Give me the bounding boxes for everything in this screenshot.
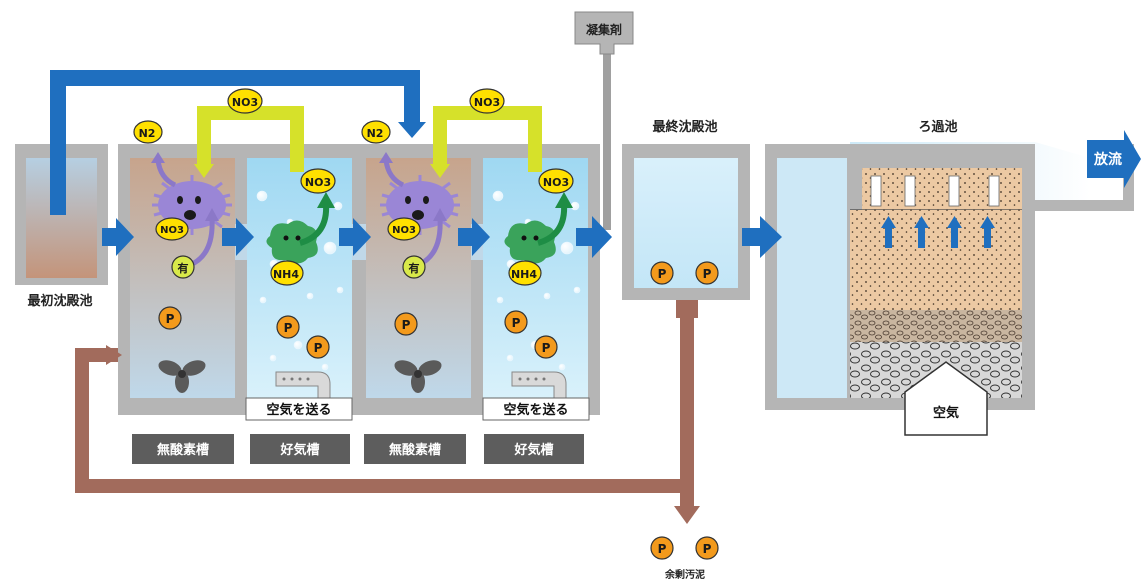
svg-text:P: P — [314, 341, 323, 355]
svg-text:N2: N2 — [139, 127, 156, 140]
svg-text:P: P — [402, 318, 411, 332]
phosphorus-icon: P — [695, 261, 719, 285]
svg-text:NO3: NO3 — [543, 176, 569, 189]
final-settling-tank — [622, 144, 750, 318]
ammonium-icon: NH4 — [270, 260, 304, 286]
nitrate-icon: NO3 — [469, 88, 505, 114]
svg-text:P: P — [542, 341, 551, 355]
final-settling-label: 最終沈殿池 — [652, 119, 717, 135]
svg-text:P: P — [166, 312, 175, 326]
phosphorus-icon: P — [158, 306, 182, 330]
nitrate-icon: NO3 — [227, 88, 263, 114]
filter-tank — [765, 144, 1134, 410]
svg-text:NO3: NO3 — [474, 96, 500, 109]
tank-tag-anoxic-2: 無酸素槽 — [364, 434, 466, 464]
svg-text:P: P — [658, 542, 667, 556]
diffuser-icon — [511, 371, 567, 399]
reaction-arrows — [151, 152, 573, 268]
nitrate-icon: NO3 — [538, 168, 574, 194]
air-inlet: 空気 — [904, 361, 988, 436]
discharge-label: 放流 — [1093, 151, 1122, 168]
phosphorus-icon: P — [306, 335, 330, 359]
tank-tag-label: 無酸素槽 — [157, 442, 209, 458]
sludge-return-line — [75, 318, 700, 524]
svg-text:有: 有 — [409, 261, 420, 275]
primary-settling-label: 最初沈殿池 — [27, 293, 92, 309]
svg-text:NO3: NO3 — [305, 176, 331, 189]
svg-text:P: P — [703, 542, 712, 556]
coagulant-label: 凝集剤 — [586, 22, 622, 37]
svg-text:NO3: NO3 — [232, 96, 258, 109]
phosphorus-icon: P — [534, 335, 558, 359]
phosphorus-icon: P — [504, 310, 528, 334]
coagulant-feed: 凝集剤 — [574, 11, 634, 230]
send-air-box-1: 空気を送る — [245, 397, 353, 421]
send-air-label: 空気を送る — [503, 402, 568, 418]
n2-icon: N2 — [133, 120, 163, 144]
tank-tag-label: 無酸素槽 — [389, 442, 441, 458]
svg-text:P: P — [658, 267, 667, 281]
tank-tag-aerobic-2: 好気槽 — [484, 434, 584, 464]
nitrifying-microbe-icon — [266, 220, 318, 264]
svg-text:NH4: NH4 — [273, 268, 299, 281]
nitrifying-microbe-icon — [504, 220, 556, 264]
diffuser-icon — [275, 371, 331, 399]
phosphorus-icon: P — [650, 536, 674, 560]
air-inlet-label: 空気 — [933, 405, 959, 421]
organic-matter-icon: 有 — [402, 255, 426, 279]
organic-matter-icon: 有 — [171, 255, 195, 279]
filter-label: ろ過池 — [918, 119, 957, 135]
svg-text:NH4: NH4 — [511, 268, 537, 281]
excess-sludge-label: 余剰汚泥 — [664, 568, 705, 581]
tank-tag-anoxic-1: 無酸素槽 — [132, 434, 234, 464]
nitrate-icon: NO3 — [155, 217, 189, 241]
ammonium-icon: NH4 — [508, 260, 542, 286]
tank-tag-aerobic-1: 好気槽 — [250, 434, 350, 464]
discharge-arrow: 放流 — [1087, 130, 1141, 188]
svg-text:NO3: NO3 — [160, 225, 184, 236]
send-air-box-2: 空気を送る — [482, 397, 590, 421]
phosphorus-icons: P P P P P P P P P P — [158, 261, 719, 560]
nitrate-icon: NO3 — [387, 217, 421, 241]
svg-text:N2: N2 — [367, 127, 384, 140]
svg-text:NO3: NO3 — [392, 225, 416, 236]
inflow-bypass-line — [50, 70, 426, 215]
svg-text:P: P — [703, 267, 712, 281]
nitrate-icon: NO3 — [300, 168, 336, 194]
send-air-label: 空気を送る — [266, 402, 331, 418]
mixer-icon — [394, 360, 442, 393]
phosphorus-icon: P — [650, 261, 674, 285]
phosphorus-icon: P — [394, 312, 418, 336]
tank-tag-label: 好気槽 — [279, 442, 319, 458]
svg-text:P: P — [284, 321, 293, 335]
n2-icon: N2 — [361, 120, 391, 144]
phosphorus-icon: P — [276, 315, 300, 339]
mixer-icon — [158, 360, 206, 393]
svg-text:P: P — [512, 316, 521, 330]
phosphorus-icon: P — [695, 536, 719, 560]
main-flow-arrows — [102, 216, 782, 258]
tank-tag-label: 好気槽 — [513, 442, 553, 458]
svg-text:有: 有 — [178, 261, 189, 275]
